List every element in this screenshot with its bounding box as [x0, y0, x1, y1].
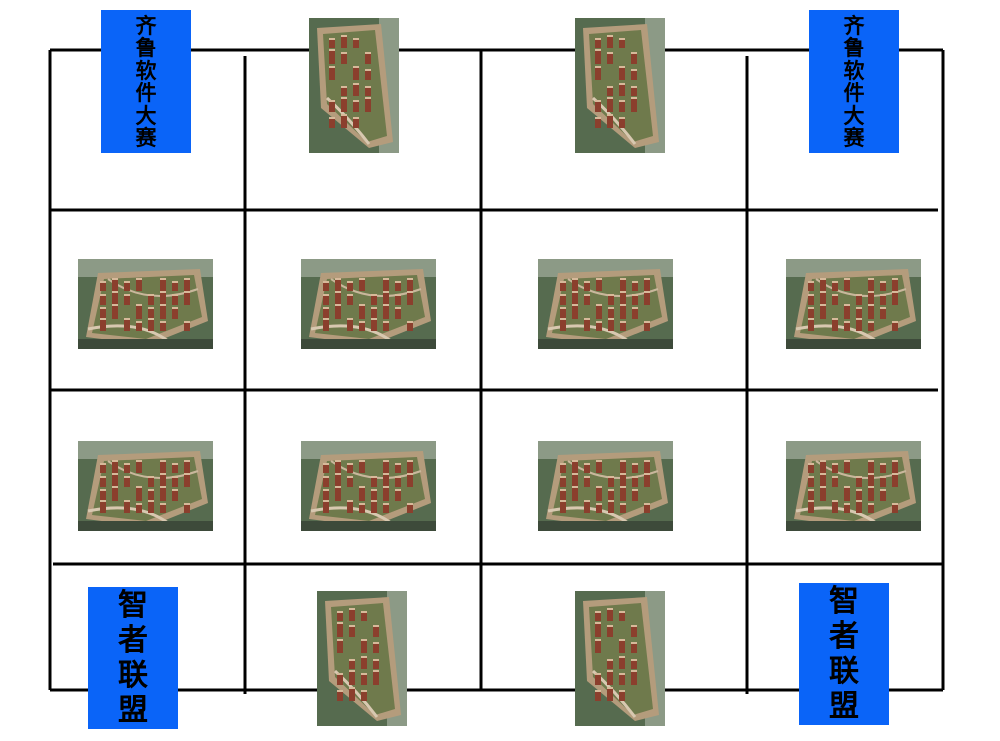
aerial-complex-drawing: [538, 441, 673, 531]
aerial-complex-drawing: [78, 441, 213, 531]
banner-char: 盟: [118, 692, 148, 728]
banner-char: 者: [829, 618, 859, 654]
aerial-complex-image: [786, 441, 921, 531]
aerial-complex-image: [575, 591, 665, 726]
aerial-complex-drawing: [301, 441, 436, 531]
banner-char: 大: [135, 102, 157, 128]
aerial-complex-drawing: [317, 591, 407, 726]
aerial-complex-drawing: [575, 591, 665, 726]
aerial-complex-image: [78, 441, 213, 531]
aerial-complex-image: [309, 18, 399, 153]
aerial-complex-drawing: [301, 259, 436, 349]
aerial-complex-image: [538, 259, 673, 349]
banner-top-right: 齐 鲁 软 件 大 赛: [809, 10, 899, 153]
aerial-complex-image: [538, 441, 673, 531]
banner-char: 赛: [135, 125, 157, 151]
aerial-complex-drawing: [78, 259, 213, 349]
aerial-complex-image: [301, 441, 436, 531]
aerial-complex-drawing: [538, 259, 673, 349]
banner-char: 联: [829, 653, 859, 689]
banner-char: 大: [843, 102, 865, 128]
banner-char: 联: [118, 657, 148, 693]
banner-char: 软: [135, 57, 157, 83]
banner-char: 件: [135, 80, 157, 106]
banner-char: 鲁: [135, 35, 157, 61]
aerial-complex-image: [317, 591, 407, 726]
banner-char: 智: [829, 583, 859, 619]
banner-char: 智: [118, 587, 148, 623]
banner-char: 盟: [829, 688, 859, 724]
banner-bottom-right: 智 者 联 盟: [799, 583, 889, 725]
aerial-complex-image: [301, 259, 436, 349]
aerial-complex-image: [786, 259, 921, 349]
banner-char: 鲁: [843, 35, 865, 61]
banner-char: 齐: [843, 12, 865, 38]
aerial-complex-image: [78, 259, 213, 349]
aerial-complex-drawing: [786, 259, 921, 349]
banner-char: 件: [843, 80, 865, 106]
aerial-complex-drawing: [786, 441, 921, 531]
banner-top-left: 齐 鲁 软 件 大 赛: [101, 10, 191, 153]
aerial-complex-image: [575, 18, 665, 153]
aerial-complex-drawing: [309, 18, 399, 153]
aerial-complex-drawing: [575, 18, 665, 153]
banner-char: 软: [843, 57, 865, 83]
banner-char: 齐: [135, 12, 157, 38]
banner-char: 赛: [843, 125, 865, 151]
banner-bottom-left: 智 者 联 盟: [88, 587, 178, 729]
banner-char: 者: [118, 622, 148, 658]
